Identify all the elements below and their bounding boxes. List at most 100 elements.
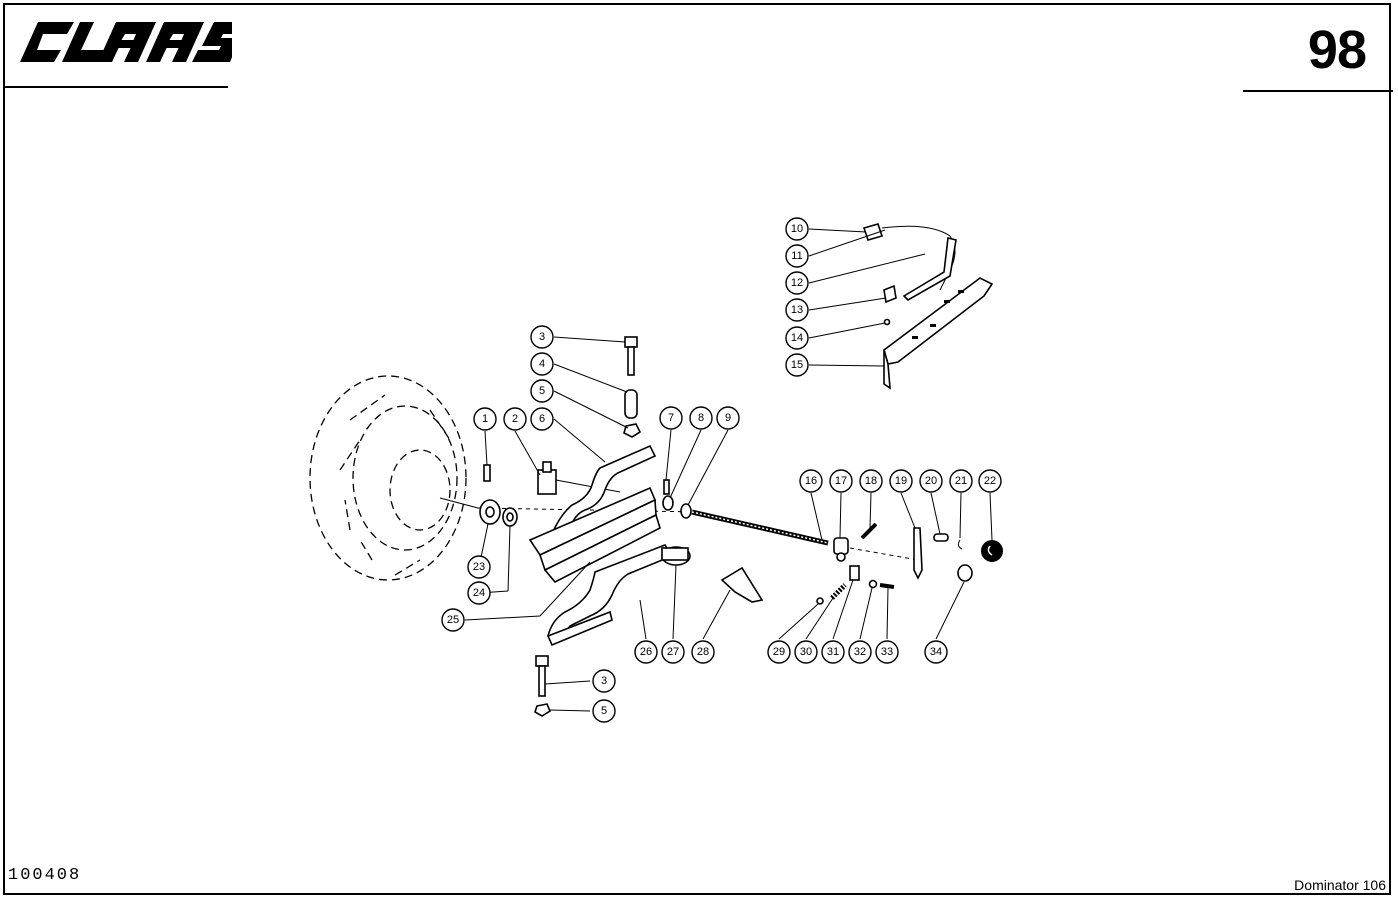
part-4-spacer [624,389,638,419]
part-9-collar [680,503,692,519]
header-rule-right [1243,90,1393,92]
callout-26: 26 [634,640,658,664]
svg-text:8: 8 [698,412,704,424]
callout-3-lower: 3 [592,669,616,693]
svg-text:30: 30 [800,646,812,658]
header-rule-left [3,86,228,88]
svg-text:10: 10 [791,223,803,235]
claas-logo [20,22,232,62]
callout-34: 34 [924,640,948,664]
callout-3: 3 [530,325,554,349]
svg-text:12: 12 [791,277,803,289]
callout-32: 32 [848,640,872,664]
svg-text:32: 32 [854,646,866,658]
svg-text:20: 20 [925,475,937,487]
part-23-hub [479,499,501,525]
callout-12: 12 [785,271,809,295]
drum-shaft [439,497,479,509]
center-axis-left [477,507,701,513]
callout-5-lower: 5 [592,699,616,723]
svg-text:3: 3 [601,675,607,687]
svg-text:4: 4 [539,358,545,370]
part-14-nut [883,318,891,326]
svg-text:29: 29 [773,646,785,658]
svg-text:28: 28 [697,646,709,658]
svg-text:27: 27 [667,646,679,658]
callout-16: 16 [799,469,823,493]
svg-text:21: 21 [955,475,967,487]
part-7-key [663,479,670,495]
svg-text:25: 25 [447,614,459,626]
part-32-washer [868,579,878,589]
svg-text:6: 6 [539,413,545,425]
part-1-pin [483,464,491,482]
callout-24: 24 [467,581,491,605]
part-30-spring [830,583,847,600]
part-2-bracket [537,461,621,495]
part-11-cable [881,225,956,291]
part-22-knob [981,540,1003,562]
part-26-wavy-plate [546,544,674,647]
svg-text:17: 17 [835,475,847,487]
callout-2: 2 [503,407,527,431]
callout-23: 23 [467,555,491,579]
part-13-clip [883,284,897,304]
part-28-plate [720,566,764,603]
part-5-nut-bottom [534,703,552,717]
svg-text:22: 22 [984,475,996,487]
part-12-rod [902,237,957,301]
part-27-bushing [661,546,691,566]
part-33-screw [879,583,895,589]
svg-text:1: 1 [482,413,488,425]
callout-11: 11 [785,244,809,268]
callout-6: 6 [530,407,554,431]
svg-text:34: 34 [930,646,942,658]
callout-28: 28 [691,640,715,664]
part-17-block [833,537,849,562]
svg-text:18: 18 [865,475,877,487]
svg-text:14: 14 [791,332,803,344]
drawing-id: 100408 [8,866,82,885]
model-name: Dominator 106 [1294,877,1386,893]
svg-text:13: 13 [791,304,803,316]
callout-1: 1 [473,407,497,431]
part-16-rod [691,509,829,546]
callout-21: 21 [949,469,973,493]
svg-text:19: 19 [895,475,907,487]
callout-10: 10 [785,217,809,241]
part-19-lever [913,527,923,580]
callout-14: 14 [785,326,809,350]
leader-lines [464,228,993,712]
part-5-nut-top [623,423,642,438]
part-34-nut [957,564,973,582]
part-31-bracket [849,565,860,581]
callout-19: 19 [889,469,913,493]
drum-outline [309,375,467,581]
callout-22: 22 [978,469,1002,493]
part-3-bolt-top [624,336,638,376]
svg-text:23: 23 [473,561,485,573]
part-25-channel [528,486,661,584]
part-3-bolt-bottom [535,655,549,697]
callout-9: 9 [716,406,740,430]
callout-20: 20 [919,469,943,493]
svg-text:15: 15 [791,359,803,371]
svg-text:33: 33 [881,646,893,658]
callout-18: 18 [859,469,883,493]
svg-text:5: 5 [601,705,607,717]
svg-text:16: 16 [805,475,817,487]
svg-text:9: 9 [725,412,731,424]
callout-8: 8 [689,406,713,430]
callout-33: 33 [875,640,899,664]
part-21-clip [957,539,963,550]
svg-text:3: 3 [539,331,545,343]
svg-text:31: 31 [827,646,839,658]
part-24-ring [502,507,518,527]
svg-text:26: 26 [640,646,652,658]
callout-31: 31 [821,640,845,664]
part-8-washer [662,495,674,511]
part-20-pin [933,533,949,542]
part-15-guide-plate [883,277,994,390]
page-number: 98 [1307,20,1367,80]
